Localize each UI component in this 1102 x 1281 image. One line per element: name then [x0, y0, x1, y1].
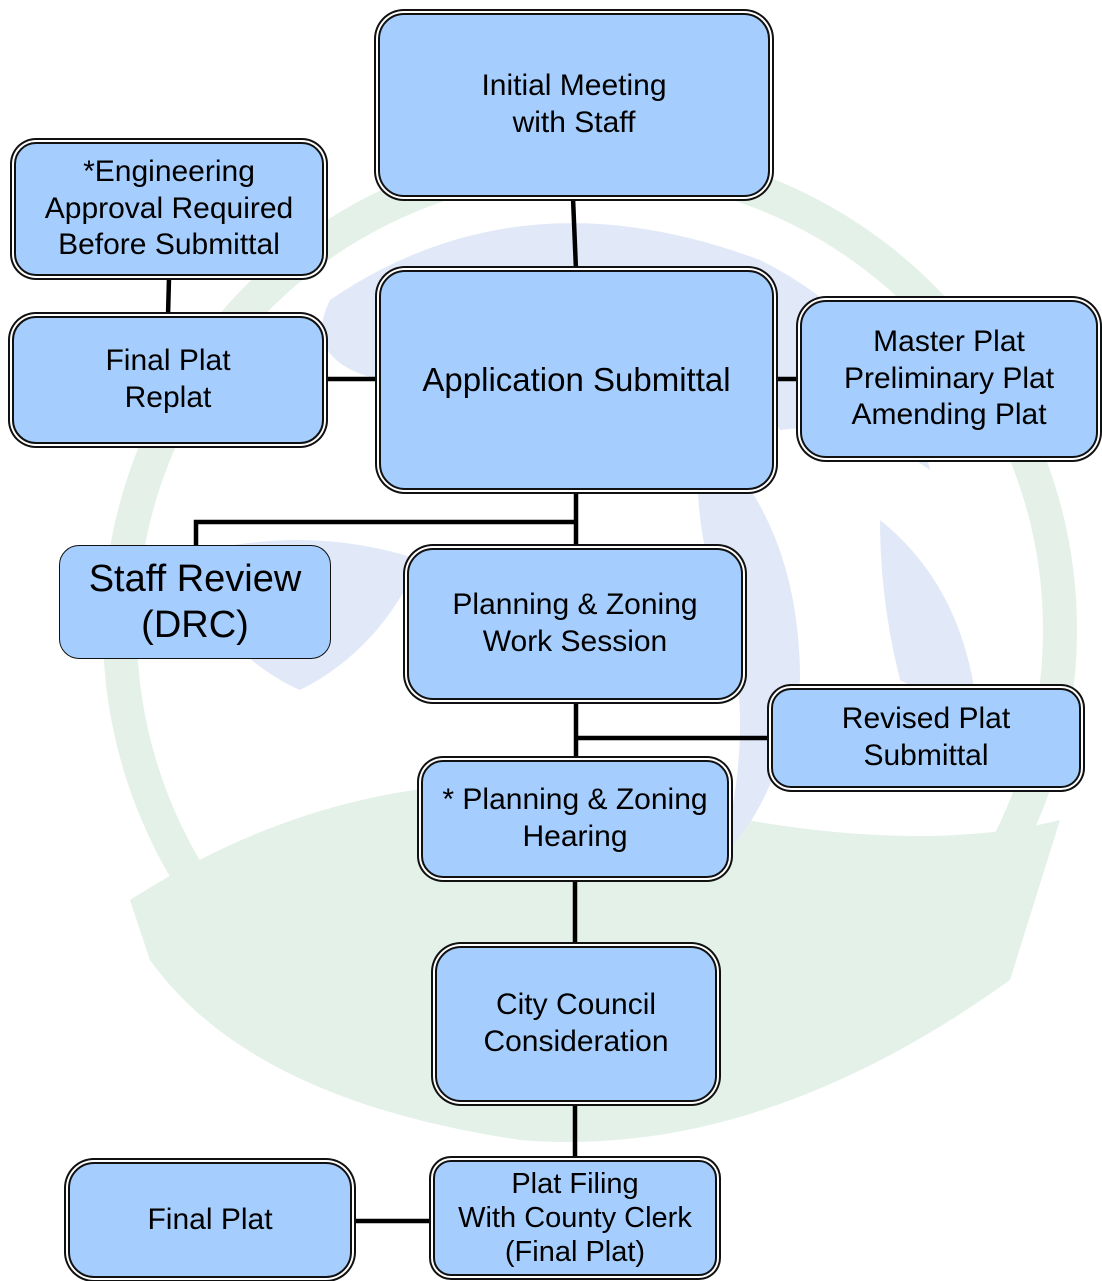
node-staff-review-label: Staff Review (DRC) [88, 557, 302, 646]
node-engineering-approval-label: *Engineering Approval Required Before Su… [44, 155, 294, 262]
node-master-plat: Master Plat Preliminary Plat Amending Pl… [800, 300, 1098, 458]
node-final-plat-label: Final Plat [147, 1202, 273, 1236]
node-plat-filing-label: Plat Filing With County Clerk (Final Pla… [458, 1167, 692, 1269]
node-pz-work-session-label: Planning & Zoning Work Session [452, 588, 698, 658]
node-final-plat: Final Plat [68, 1162, 352, 1278]
edge-application-to-staff-review [193, 519, 576, 548]
node-application-submittal: Application Submittal [379, 270, 774, 490]
node-city-council: City Council Consideration [435, 946, 717, 1102]
node-staff-review: Staff Review (DRC) [59, 545, 331, 659]
node-pz-hearing: * Planning & Zoning Hearing [421, 760, 729, 878]
edge-initial-to-application [570, 197, 579, 271]
node-pz-work-session: Planning & Zoning Work Session [407, 548, 743, 700]
node-revised-plat: Revised Plat Submittal [771, 688, 1081, 788]
node-engineering-approval: *Engineering Approval Required Before Su… [14, 142, 324, 276]
node-initial-meeting: Initial Meeting with Staff [378, 13, 770, 197]
node-revised-plat-label: Revised Plat Submittal [841, 702, 1011, 772]
node-city-council-label: City Council Consideration [483, 988, 669, 1058]
node-plat-filing: Plat Filing With County Clerk (Final Pla… [433, 1160, 717, 1276]
node-final-plat-replat: Final Plat Replat [12, 316, 324, 444]
node-final-plat-replat-label: Final Plat Replat [105, 344, 231, 414]
node-master-plat-label: Master Plat Preliminary Plat Amending Pl… [843, 325, 1055, 432]
edge-engineering-to-replat [165, 277, 172, 317]
node-pz-hearing-label: * Planning & Zoning Hearing [442, 783, 708, 853]
node-initial-meeting-label: Initial Meeting with Staff [481, 69, 667, 139]
node-application-submittal-label: Application Submittal [422, 360, 731, 398]
